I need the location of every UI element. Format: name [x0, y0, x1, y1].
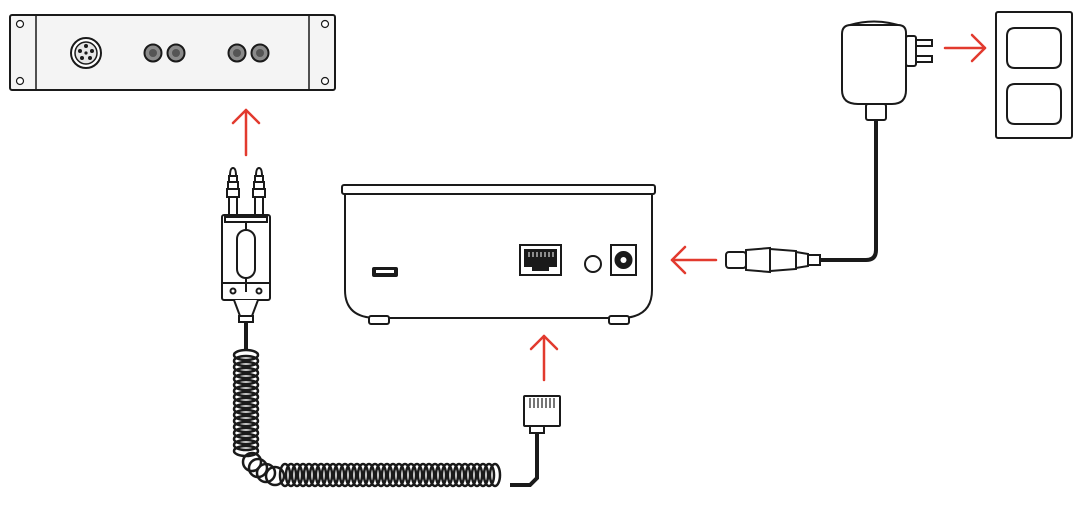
cable-coil-loop: [232, 384, 260, 398]
cable-coil-loop: [232, 366, 260, 380]
cable-coil-loop: [332, 462, 346, 488]
cable-coil-loop: [326, 462, 340, 488]
cable-coil-loop: [264, 465, 286, 487]
cable-coil-loop: [386, 462, 400, 488]
cable-coil-loop: [362, 462, 376, 488]
power-adapter: [841, 20, 933, 121]
cable-coil-loop: [410, 462, 424, 488]
cable-coil-loop: [404, 462, 418, 488]
cable-coil-loop: [416, 462, 430, 488]
arrow-icon: [670, 245, 718, 275]
usb-port-icon: [372, 267, 398, 277]
cable-coil-loop: [338, 462, 352, 488]
cable-coil-loop: [464, 462, 478, 488]
dc-power-jack-icon: [610, 244, 637, 276]
cable-coil-loop: [314, 462, 328, 488]
cable-coil-loop: [232, 396, 260, 410]
cable-coil-loop: [232, 360, 260, 374]
aircraft-panel: [9, 14, 336, 91]
panel-screw-icon: [15, 76, 25, 86]
cable-coil-loop: [428, 462, 442, 488]
cable-coil-loop: [380, 462, 394, 488]
audio-jack-icon: [227, 43, 270, 63]
cable-coil-loop: [232, 408, 260, 422]
cable-coil-loop: [476, 462, 490, 488]
dual-plug-headset-adapter: [221, 166, 271, 350]
cable-coil-loop: [344, 462, 358, 488]
cable-coil-loop: [232, 348, 260, 362]
cable-coil-loop: [255, 462, 277, 484]
cable-coil-loop: [356, 462, 370, 488]
arrow-icon: [943, 33, 987, 63]
arrows: [231, 33, 987, 382]
cable-coil-loop: [434, 462, 448, 488]
cable-coil-loop: [232, 372, 260, 386]
panel-screw-icon: [15, 19, 25, 29]
cable-coil-loop: [232, 432, 260, 446]
arrow-icon: [231, 108, 261, 157]
cable-coil-loop: [392, 462, 406, 488]
cable-coil-loop: [368, 462, 382, 488]
cable-coil-loop: [452, 462, 466, 488]
cable-coil-loop: [440, 462, 454, 488]
cable-coil-loop: [232, 438, 260, 452]
rj45-port-icon: [519, 244, 562, 276]
cable-coil-loop: [290, 462, 304, 488]
cable-coil-loop: [232, 426, 260, 440]
cable-coil-loop: [232, 378, 260, 392]
cable-coil-loop: [446, 462, 460, 488]
cable-coil-loop: [232, 390, 260, 404]
circular-connector-icon: [70, 37, 102, 69]
cable-coil-loop: [470, 462, 484, 488]
headset-plug-icon: [252, 166, 266, 216]
cable-coil-loop: [241, 451, 263, 473]
coiled-cable: [232, 348, 502, 488]
barrel-plug: [725, 120, 878, 274]
base-station: [341, 184, 656, 325]
headset-plug-icon: [226, 166, 240, 216]
led-indicator-icon: [584, 255, 602, 273]
cable-coil-loop: [308, 462, 322, 488]
cable-coil-loop: [320, 462, 334, 488]
cable-coil-loop: [232, 402, 260, 416]
audio-jack-icon: [143, 43, 186, 63]
cable-coil-loop: [284, 462, 298, 488]
cable-coil-loop: [458, 462, 472, 488]
cable-coil-loop: [350, 462, 364, 488]
cable-coil-loop: [232, 414, 260, 428]
cable-coil-loop: [232, 420, 260, 434]
cable-coil-loop: [398, 462, 412, 488]
panel-screw-icon: [320, 76, 330, 86]
cable-coil-loop: [422, 462, 436, 488]
arrow-icon: [529, 334, 559, 382]
cable-coil-loop: [232, 354, 260, 368]
cable-coil-loop: [482, 462, 496, 488]
panel-screw-icon: [320, 19, 330, 29]
cable-coil-loop: [374, 462, 388, 488]
cable-coil-loop: [278, 462, 292, 488]
cable-coil-loop: [488, 462, 502, 488]
wall-outlet-icon: [995, 11, 1073, 139]
cable-coil-loop: [296, 462, 310, 488]
cable-coil-loop: [302, 462, 316, 488]
rj-connector: [510, 395, 561, 487]
